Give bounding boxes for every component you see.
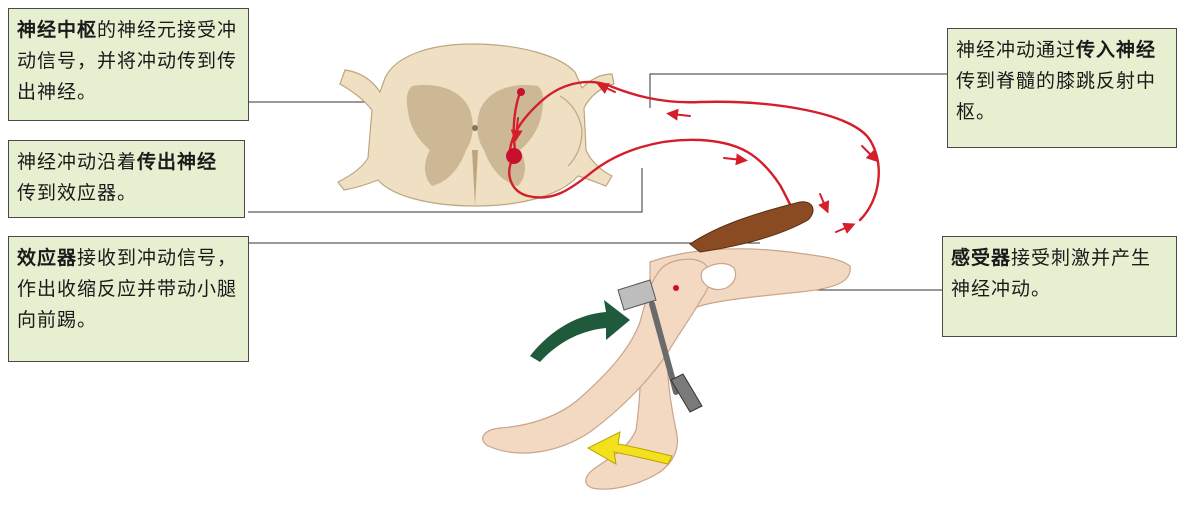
strike-arrow-icon (530, 300, 630, 362)
sensory-synapse (517, 88, 525, 96)
efferent-arrow-1 (724, 158, 742, 160)
callout-receptor-bold: 感受器 (951, 247, 1011, 269)
callout-efferent-text-1: 神经冲动沿着 (17, 151, 137, 173)
legs (483, 249, 851, 489)
efferent-arrow-3 (836, 226, 850, 232)
spinal-cord-section (338, 44, 614, 206)
callout-effector-bold: 效应器 (17, 247, 77, 269)
afferent-arrow-2 (672, 114, 690, 116)
callout-nerve-center-bold: 神经中枢 (17, 19, 97, 41)
callout-afferent-text-2: 传到脊髓的膝跳反射中枢。 (956, 70, 1156, 123)
stretch-receptor (673, 285, 679, 291)
callout-receptor: 感受器接受刺激并产生神经冲动。 (942, 236, 1177, 337)
callout-effector: 效应器接收到冲动信号，作出收缩反应并带动小腿向前踢。 (8, 236, 249, 362)
kneecap (701, 264, 735, 290)
callout-afferent-bold: 传入神经 (1076, 39, 1156, 61)
afferent-arrow-3 (862, 146, 874, 158)
callout-efferent-bold: 传出神经 (137, 151, 217, 173)
quadriceps-muscle (690, 202, 813, 252)
efferent-arrow-2 (820, 194, 826, 208)
callout-afferent-text-1: 神经冲动通过 (956, 39, 1076, 61)
callout-nerve-center: 神经中枢的神经元接受冲动信号，并将冲动传到传出神经。 (8, 8, 249, 121)
callout-efferent-nerve: 神经冲动沿着传出神经传到效应器。 (8, 140, 245, 218)
callout-efferent-text-2: 传到效应器。 (17, 182, 137, 204)
callout-afferent-nerve: 神经冲动通过传入神经传到脊髓的膝跳反射中枢。 (947, 28, 1177, 148)
central-canal (472, 125, 478, 131)
motor-neuron-body (506, 148, 522, 164)
